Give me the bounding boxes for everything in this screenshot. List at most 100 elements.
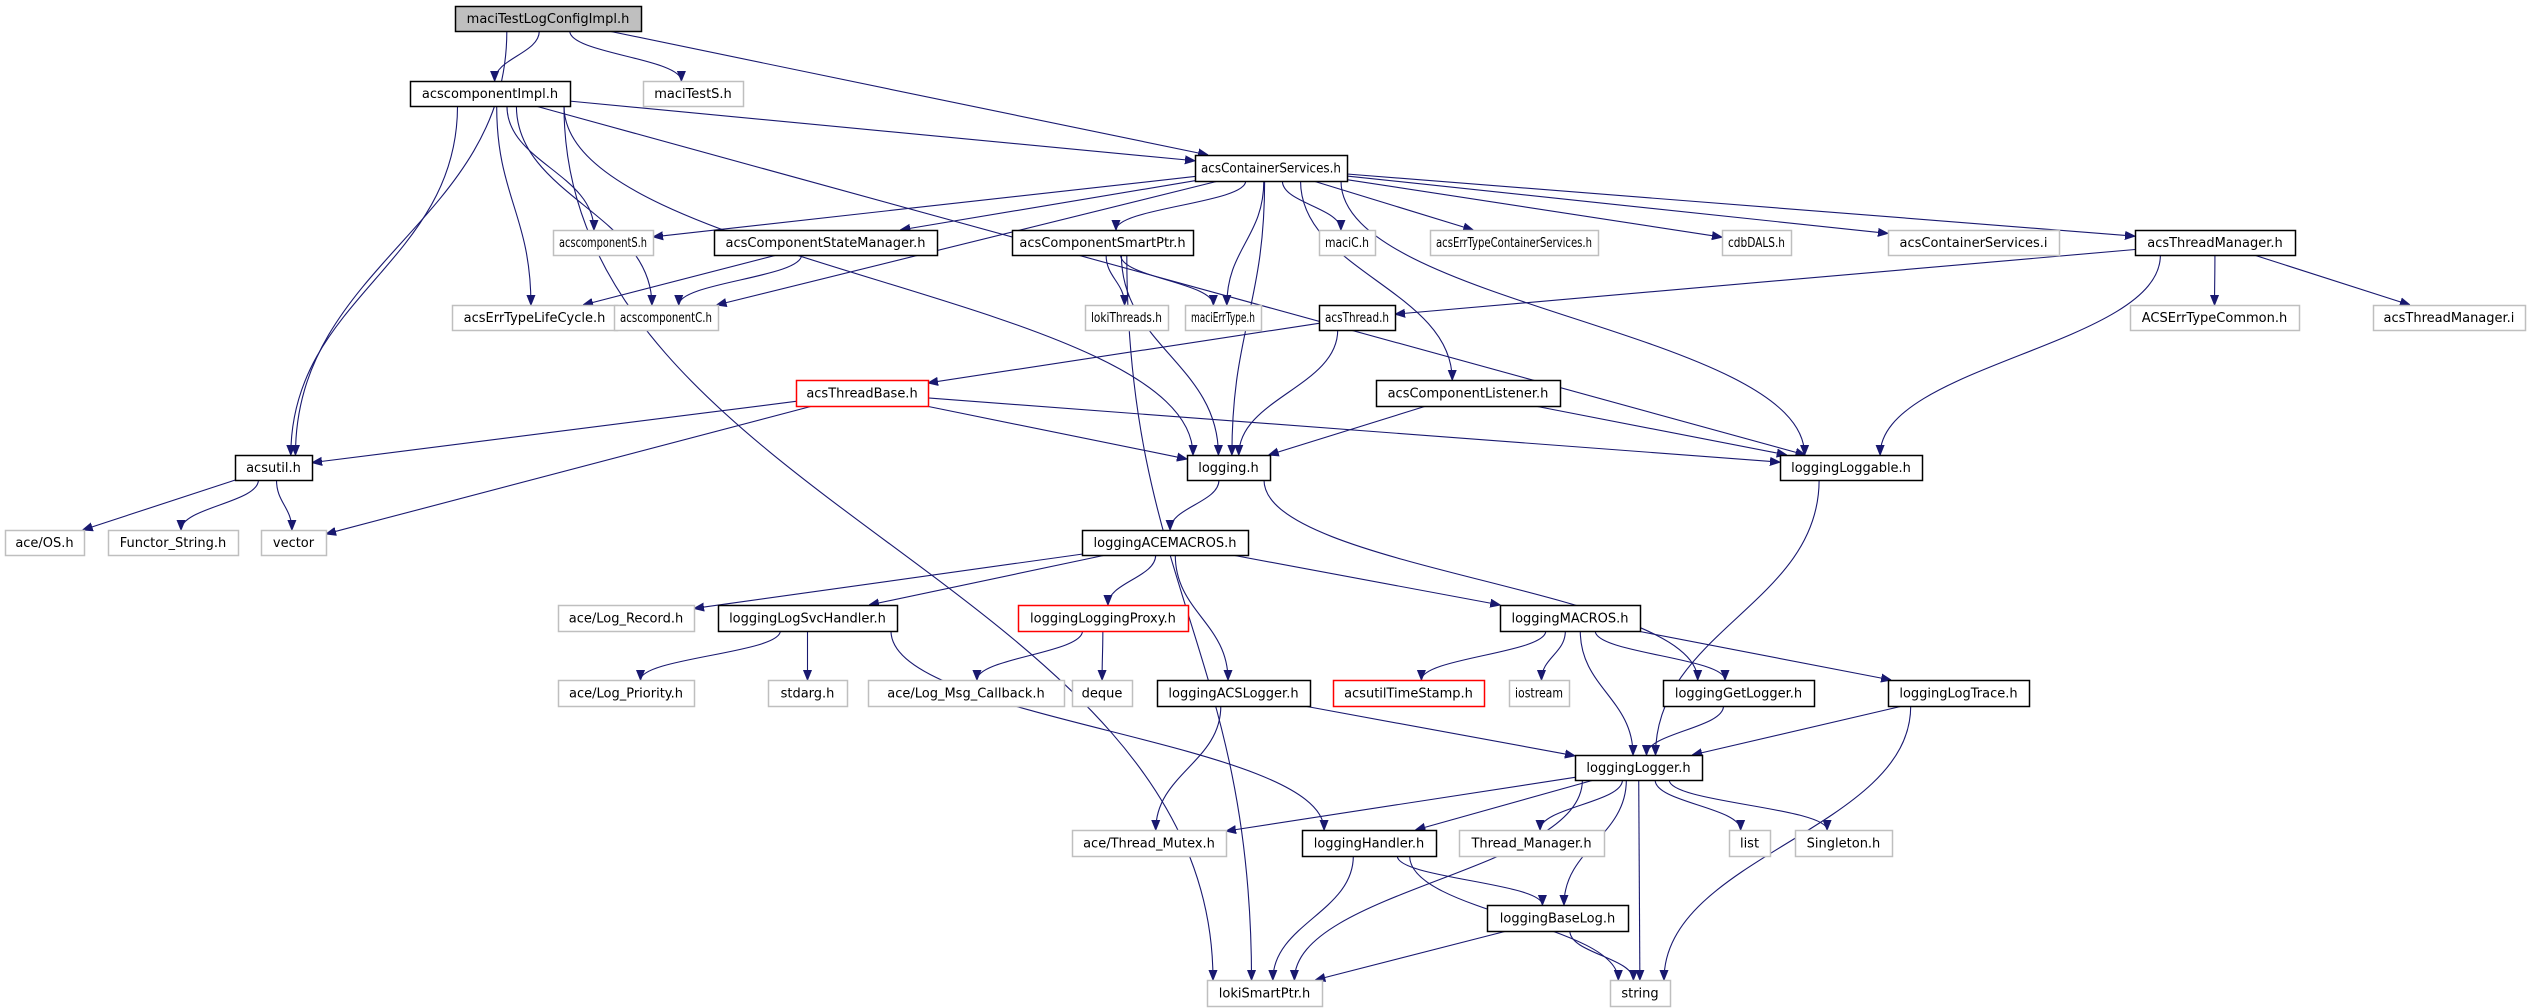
node-label: ace/Thread_Mutex.h xyxy=(1083,837,1215,852)
node-acsComponentSmartPtr[interactable]: acsComponentSmartPtr.h xyxy=(1011,229,1195,257)
node-loggingLoggable[interactable]: loggingLoggable.h xyxy=(1779,454,1924,482)
node-acsThread[interactable]: acsThread.h xyxy=(1318,304,1397,332)
edge-loggingACEMACROS-to-loggingMACROS xyxy=(1231,554,1500,605)
node-label: ace/Log_Msg_Callback.h xyxy=(887,687,1045,702)
node-acscomponentS: acscomponentS.h xyxy=(552,229,655,257)
node-box xyxy=(552,229,655,257)
edge-acsThread-to-logging xyxy=(1239,329,1339,455)
node-box xyxy=(1206,979,1324,1008)
node-vector: vector xyxy=(260,529,328,557)
node-box xyxy=(1728,829,1772,858)
node-box xyxy=(795,379,930,408)
node-loggingLogger[interactable]: loggingLogger.h xyxy=(1574,754,1704,782)
edge-acsComponentStateManager-to-acscomponentC xyxy=(679,254,803,306)
node-loggingGetLogger[interactable]: loggingGetLogger.h xyxy=(1662,679,1816,708)
edge-logging-to-loggingACEMACROS xyxy=(1170,479,1220,531)
node-acsThreadBase[interactable]: acsThreadBase.h xyxy=(795,379,930,408)
node-acsContainerServices[interactable]: acsContainerServices.h xyxy=(1194,154,1349,183)
edge-acsContainerServices-to-maciErrType xyxy=(1227,180,1265,305)
node-box xyxy=(1318,304,1397,332)
edge-acsContainerServices-to-cdbDALS xyxy=(1346,179,1722,238)
node-acsErrTypeLifeCycle: acsErrTypeLifeCycle.h xyxy=(451,304,619,332)
node-acsThreadManager[interactable]: acsThreadManager.h xyxy=(2134,229,2297,257)
node-label: acsutil.h xyxy=(246,461,301,476)
node-label: acscomponentImpl.h xyxy=(422,87,558,102)
node-label: loggingLogSvcHandler.h xyxy=(729,612,886,627)
node-maciTestS: maciTestS.h xyxy=(642,80,745,108)
edge-loggingLogger-to-string xyxy=(1639,779,1640,980)
node-label: acscomponentS.h xyxy=(559,236,647,251)
node-box xyxy=(1186,454,1272,482)
edge-acsComponentSmartPtr-to-logging xyxy=(1120,254,1218,455)
edge-acsContainerServices-to-acsThreadManager xyxy=(1346,173,2135,236)
edge-loggingLoggingProxy-to-deque xyxy=(1102,630,1103,680)
node-box xyxy=(2372,304,2527,332)
edge-root-to-acscomponentImpl xyxy=(495,30,540,82)
edge-acsThreadManager-to-acsThread xyxy=(1395,248,2136,314)
node-loggingHandler[interactable]: loggingHandler.h xyxy=(1301,829,1438,858)
node-lokiThreads: lokiThreads.h xyxy=(1084,304,1170,332)
node-box xyxy=(409,80,572,108)
node-loggingBaseLog[interactable]: loggingBaseLog.h xyxy=(1486,904,1630,933)
node-label: acsContainerServices.h xyxy=(1201,162,1341,177)
node-box xyxy=(1499,604,1642,633)
node-box xyxy=(1011,229,1195,257)
edge-loggingLogTrace-to-loggingLogger xyxy=(1692,705,1903,755)
node-label: Functor_String.h xyxy=(120,536,226,551)
edge-acscomponentImpl-to-acscomponentC xyxy=(515,105,652,305)
node-label: loggingHandler.h xyxy=(1314,837,1425,852)
node-box xyxy=(767,679,849,708)
node-box xyxy=(1779,454,1924,482)
node-box xyxy=(1486,904,1630,933)
node-box xyxy=(1332,679,1486,708)
node-box xyxy=(1721,229,1793,257)
node-ThreadManager: Thread_Manager.h xyxy=(1458,829,1606,858)
node-loggingLogTrace[interactable]: loggingLogTrace.h xyxy=(1887,679,2031,708)
node-box xyxy=(1301,829,1438,858)
edge-loggingHandler-to-loggingBaseLog xyxy=(1396,855,1542,906)
node-box xyxy=(1458,829,1606,858)
node-box xyxy=(454,5,643,33)
node-label: acsComponentListener.h xyxy=(1388,387,1549,402)
node-label: ace/OS.h xyxy=(15,536,73,551)
node-aceLogPriority: ace/Log_Priority.h xyxy=(557,679,696,708)
node-loggingMACROS[interactable]: loggingMACROS.h xyxy=(1499,604,1642,633)
node-box xyxy=(557,679,696,708)
edge-root-to-maciTestS xyxy=(569,30,682,82)
node-loggingLogSvcHandler[interactable]: loggingLogSvcHandler.h xyxy=(717,604,899,633)
edge-loggingMACROS-to-loggingGetLogger xyxy=(1594,630,1725,681)
node-box xyxy=(2134,229,2297,257)
node-label: logging.h xyxy=(1198,461,1259,476)
edge-acsutil-to-aceOS xyxy=(83,479,236,530)
edge-loggingLoggingProxy-to-aceLogMsgCallback xyxy=(977,630,1083,681)
node-loggingACEMACROS[interactable]: loggingACEMACROS.h xyxy=(1081,529,1250,557)
edge-acsContainerServices-to-acsComponentListener xyxy=(1300,180,1453,380)
node-root[interactable]: maciTestLogConfigImpl.h xyxy=(454,5,643,33)
node-label: maciErrType.h xyxy=(1191,311,1255,326)
node-box xyxy=(1017,604,1190,633)
edge-acsThreadBase-to-loggingLoggable xyxy=(927,397,1780,462)
node-label: lokiThreads.h xyxy=(1091,311,1162,326)
node-box xyxy=(1609,979,1672,1008)
edge-loggingLogger-to-loggingHandler xyxy=(1415,779,1595,830)
edge-acsComponentSmartPtr-to-lokiThreads xyxy=(1105,254,1124,305)
node-box xyxy=(234,454,314,482)
node-logging[interactable]: logging.h xyxy=(1186,454,1272,482)
node-loggingACSLogger[interactable]: loggingACSLogger.h xyxy=(1156,679,1312,708)
node-acscomponentImpl[interactable]: acscomponentImpl.h xyxy=(409,80,572,108)
node-acsutil[interactable]: acsutil.h xyxy=(234,454,314,482)
node-box xyxy=(1071,679,1134,708)
node-label: loggingLogger.h xyxy=(1586,761,1690,776)
node-box xyxy=(2129,304,2301,332)
edge-acscomponentImpl-to-acsErrTypeLifeCycle xyxy=(496,105,531,305)
node-acsutilTimeStamp[interactable]: acsutilTimeStamp.h xyxy=(1332,679,1486,708)
node-label: acsThreadBase.h xyxy=(806,387,917,402)
node-box xyxy=(107,529,240,557)
node-acsComponentStateManager[interactable]: acsComponentStateManager.h xyxy=(713,229,939,257)
edge-loggingMACROS-to-acsutilTimeStamp xyxy=(1421,630,1547,681)
node-loggingLoggingProxy[interactable]: loggingLoggingProxy.h xyxy=(1017,604,1190,633)
node-box xyxy=(4,529,86,557)
node-acsComponentListener[interactable]: acsComponentListener.h xyxy=(1375,379,1562,408)
edge-acsComponentSmartPtr-to-maciErrType xyxy=(1120,254,1214,306)
node-label: maciC.h xyxy=(1325,236,1369,251)
